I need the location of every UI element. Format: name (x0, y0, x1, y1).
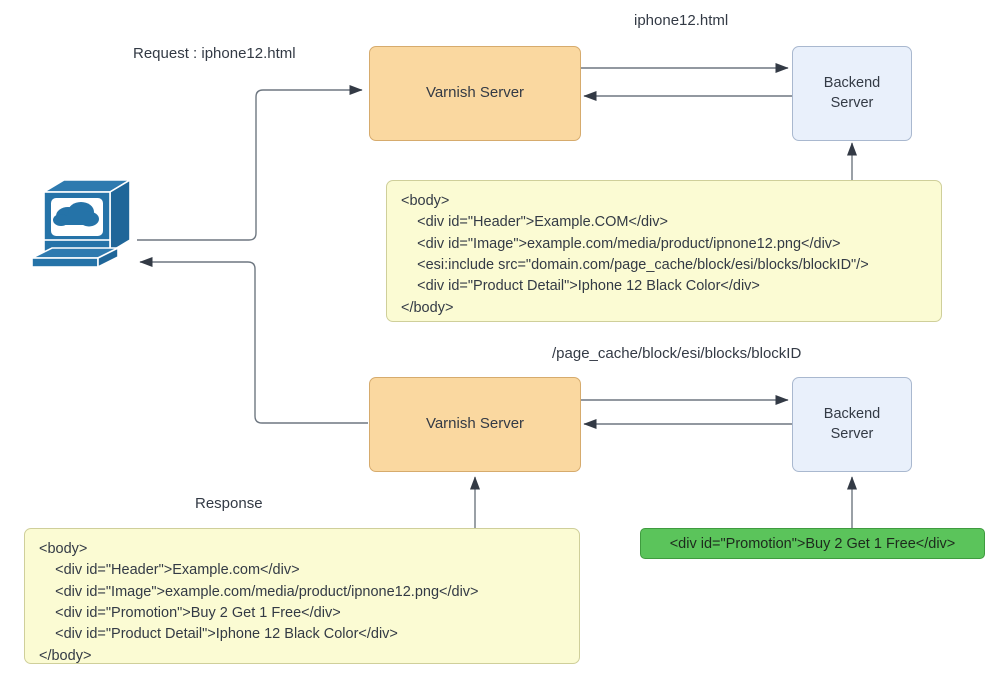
node-varnish-server-top[interactable]: Varnish Server (369, 46, 581, 141)
promotion-block: <div id="Promotion">Buy 2 Get 1 Free</di… (640, 528, 985, 559)
node-backend-server-top[interactable]: Backend Server (792, 46, 912, 141)
arrow-request-to-varnish-top (137, 84, 363, 241)
label-request: Request : iphone12.html (133, 45, 296, 62)
code-block-esi-page: <body> <div id="Header">Example.COM</div… (386, 180, 942, 322)
label-iphone-html: iphone12.html (634, 12, 729, 29)
computer-cloud-icon (31, 178, 133, 269)
node-varnish-server-bottom[interactable]: Varnish Server (369, 377, 581, 472)
node-backend-server-bottom[interactable]: Backend Server (792, 377, 912, 472)
label-block-path: /page_cache/block/esi/blocks/blockID (552, 345, 802, 362)
arrow-varnish-bottom-to-client (139, 256, 368, 424)
label-response: Response (195, 495, 263, 512)
code-block-response-page: <body> <div id="Header">Example.com</div… (24, 528, 580, 664)
client-computer (30, 178, 140, 270)
